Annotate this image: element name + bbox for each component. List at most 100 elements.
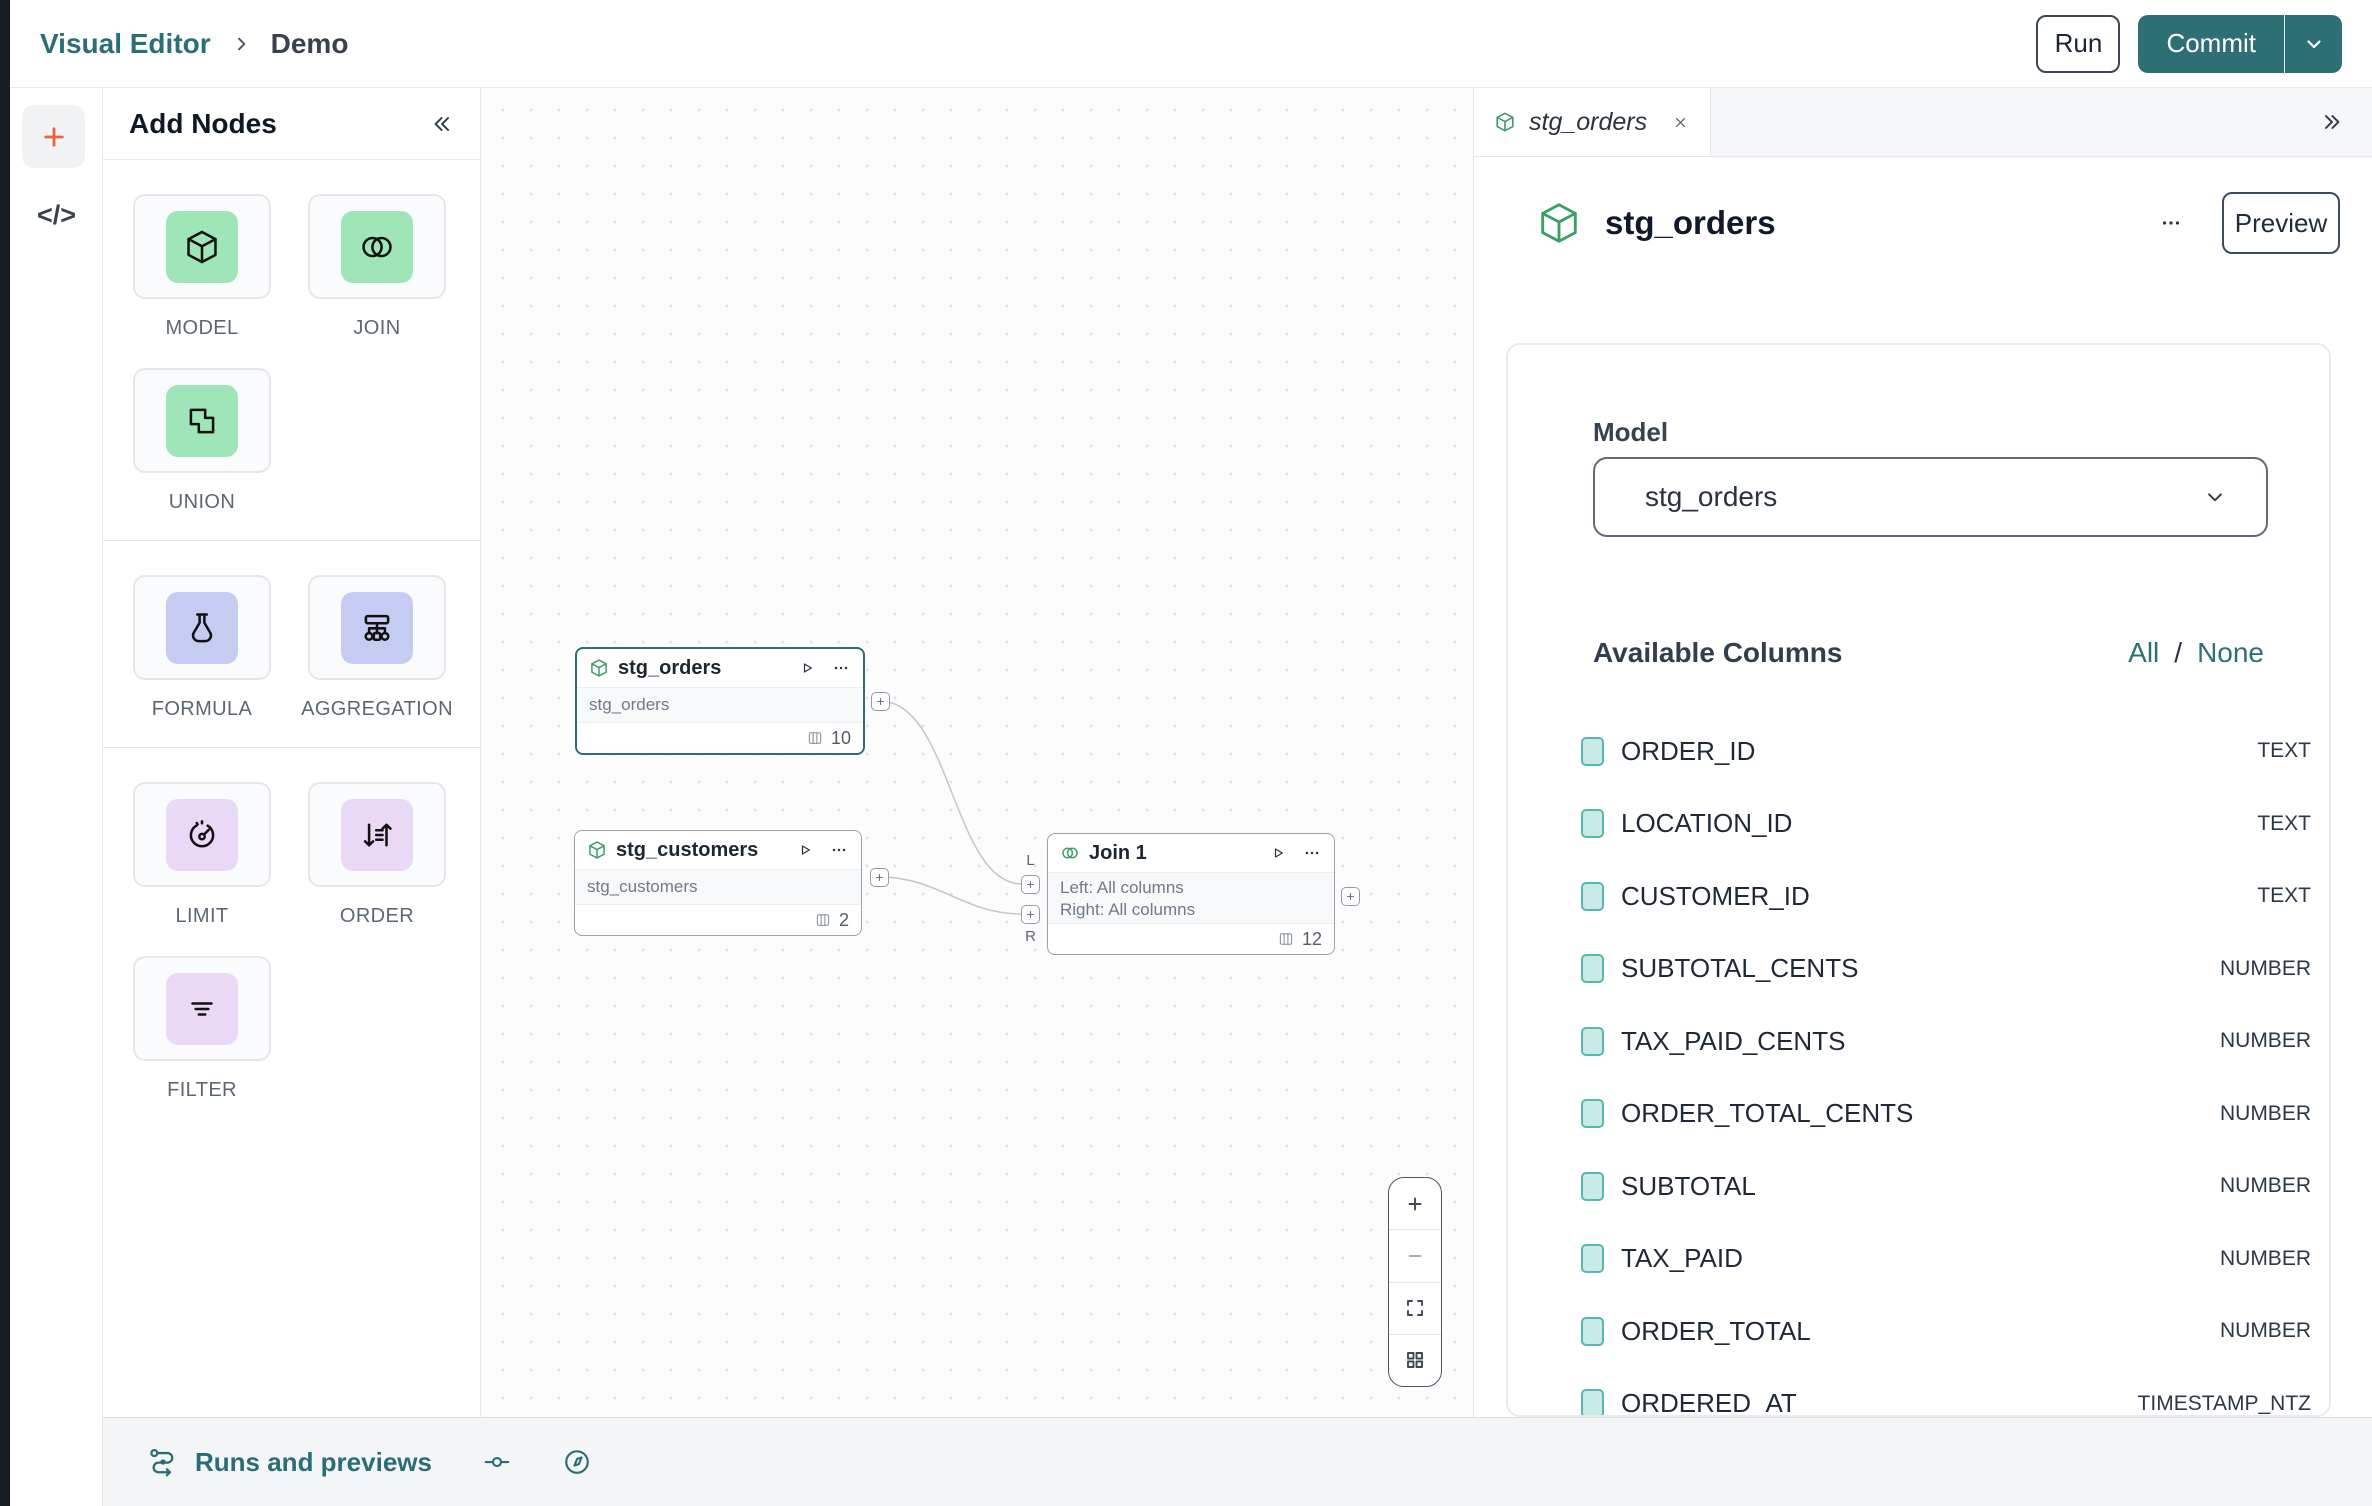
column-count: 2 <box>838 909 849 930</box>
column-checkbox[interactable] <box>1581 1026 1604 1056</box>
column-checkbox[interactable] <box>1581 954 1604 984</box>
column-checkbox[interactable] <box>1581 809 1604 839</box>
column-name: CUSTOMER_ID <box>1621 880 1810 911</box>
runs-and-previews-label: Runs and previews <box>195 1446 432 1477</box>
node-title: Join 1 <box>1089 841 1147 864</box>
column-name: LOCATION_ID <box>1621 808 1793 839</box>
run-node-icon[interactable] <box>795 840 815 860</box>
breadcrumb-separator-icon <box>231 34 251 54</box>
fit-view-button[interactable] <box>1389 1283 1441 1335</box>
filter-icon <box>166 972 238 1045</box>
preview-button[interactable]: Preview <box>2222 192 2340 254</box>
column-type: NUMBER <box>2219 1319 2311 1343</box>
column-checkbox[interactable] <box>1581 1099 1604 1129</box>
select-none-link[interactable]: None <box>2197 637 2264 668</box>
node-tile-limit[interactable]: LIMIT <box>133 782 271 928</box>
node-footer: 10 <box>577 723 863 753</box>
output-handle-stg-customers[interactable] <box>870 868 889 887</box>
node-tile-model[interactable]: MODEL <box>133 194 271 340</box>
plus-icon <box>1024 878 1037 891</box>
column-checkbox[interactable] <box>1581 736 1604 766</box>
commit-slider-icon[interactable] <box>482 1447 512 1477</box>
column-name: ORDER_TOTAL <box>1621 1315 1811 1346</box>
column-name: ORDERED_AT <box>1621 1388 1797 1417</box>
commit-button[interactable]: Commit <box>2138 14 2284 73</box>
model-select[interactable]: stg_orders <box>1593 457 2268 537</box>
zoom-out-button[interactable] <box>1389 1230 1441 1283</box>
columns-icon <box>1277 930 1295 948</box>
plus-icon <box>1344 890 1357 903</box>
join-left-input-handle[interactable] <box>1021 875 1040 894</box>
column-checkbox[interactable] <box>1581 1171 1604 1201</box>
node-tile-label: MODEL <box>165 317 239 339</box>
output-handle-stg-orders[interactable] <box>871 692 890 711</box>
column-checkbox[interactable] <box>1581 1244 1604 1274</box>
pipeline-canvas[interactable]: stg_orders stg_orders 10 stg_customers <box>481 88 1473 1417</box>
node-menu-icon[interactable] <box>829 840 849 860</box>
topbar-actions: Run Commit <box>2036 14 2342 73</box>
column-name: TAX_PAID <box>1621 1243 1743 1274</box>
column-checkbox[interactable] <box>1581 1389 1604 1415</box>
panel-tab-strip: stg_orders <box>1474 88 2372 157</box>
join-right-config: Right: All columns <box>1060 900 1196 919</box>
run-button[interactable]: Run <box>2036 14 2121 73</box>
panel-menu-icon[interactable] <box>2158 210 2184 236</box>
model-cube-icon <box>587 840 607 860</box>
join-right-input-handle[interactable] <box>1021 905 1040 924</box>
zoom-in-button[interactable] <box>1389 1178 1441 1231</box>
breadcrumb-current: Demo <box>270 27 349 59</box>
node-tile-union[interactable]: UNION <box>133 368 271 514</box>
node-header: stg_orders <box>577 649 863 687</box>
grid-layout-button[interactable] <box>1389 1335 1441 1386</box>
canvas-node-join-1[interactable]: Join 1 Left: All columns Right: All colu… <box>1047 833 1335 955</box>
plus-icon <box>873 871 886 884</box>
plus-icon <box>874 695 887 708</box>
model-cube-icon <box>589 658 609 678</box>
column-row: ORDERED_AT TIMESTAMP_NTZ <box>1508 1368 2329 1417</box>
node-tile-formula[interactable]: FORMULA <box>133 575 271 721</box>
bottom-bar: Runs and previews <box>103 1417 2372 1506</box>
add-node-rail-button[interactable] <box>22 105 85 168</box>
node-tile-label: AGGREGATION <box>301 698 453 720</box>
expand-panel-icon[interactable] <box>2320 109 2346 135</box>
column-type: TIMESTAMP_NTZ <box>2137 1391 2311 1415</box>
output-handle-join[interactable] <box>1341 887 1360 906</box>
collapse-panel-icon[interactable] <box>428 111 454 137</box>
column-type: TEXT <box>2257 811 2311 835</box>
join-left-port-label: L <box>1026 852 1035 869</box>
node-menu-icon[interactable] <box>1302 843 1322 863</box>
node-tile-label: FILTER <box>167 1079 237 1101</box>
add-nodes-header: Add Nodes <box>103 88 480 160</box>
node-subtitle: stg_customers <box>575 869 861 905</box>
close-tab-icon[interactable] <box>1671 113 1690 132</box>
canvas-node-stg-orders[interactable]: stg_orders stg_orders 10 <box>575 647 865 755</box>
add-nodes-group: LIMIT ORDER FILTER <box>103 748 480 1128</box>
node-header: stg_customers <box>575 831 861 869</box>
run-node-icon[interactable] <box>797 658 817 678</box>
runs-and-previews-button[interactable]: Runs and previews <box>147 1446 432 1478</box>
commit-dropdown-button[interactable] <box>2284 14 2342 73</box>
column-name: TAX_PAID_CENTS <box>1621 1025 1846 1056</box>
compass-icon[interactable] <box>562 1447 592 1477</box>
node-menu-icon[interactable] <box>831 658 851 678</box>
node-tile-aggregation[interactable]: AGGREGATION <box>301 575 453 721</box>
column-checkbox[interactable] <box>1581 881 1604 911</box>
select-all-link[interactable]: All <box>2128 637 2160 668</box>
node-tile-order[interactable]: ORDER <box>308 782 446 928</box>
model-select-value: stg_orders <box>1645 481 1778 512</box>
model-field-label: Model <box>1593 417 1669 447</box>
node-tile-join[interactable]: JOIN <box>308 194 446 340</box>
node-tile-filter[interactable]: FILTER <box>133 956 271 1102</box>
column-name: SUBTOTAL <box>1621 1170 1756 1201</box>
canvas-node-stg-customers[interactable]: stg_customers stg_customers 2 <box>574 830 862 936</box>
code-view-button[interactable]: </> <box>36 200 77 230</box>
tab-stg-orders[interactable]: stg_orders <box>1474 88 1711 156</box>
breadcrumb-root-link[interactable]: Visual Editor <box>40 27 211 59</box>
column-checkbox[interactable] <box>1581 1316 1604 1346</box>
run-node-icon[interactable] <box>1268 843 1288 863</box>
